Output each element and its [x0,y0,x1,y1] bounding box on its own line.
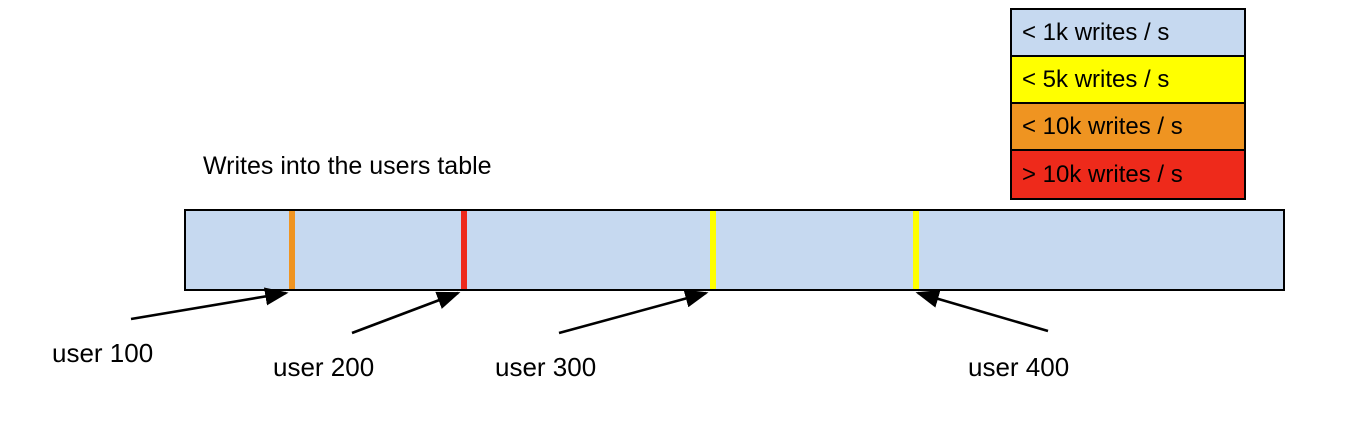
arrow-user-400 [915,290,1049,333]
marker-user-200 [461,211,467,289]
legend-label-over-10k: > 10k writes / s [1022,160,1183,188]
marker-user-100 [289,211,295,289]
arrow-user-100 [130,287,289,321]
legend-row-over-10k: > 10k writes / s [1012,151,1244,198]
label-user-300: user 300 [495,352,597,382]
legend-label-under-10k: < 10k writes / s [1022,112,1183,140]
legend-label-under-5k: < 5k writes / s [1022,65,1170,93]
label-user-200: user 200 [273,352,375,382]
legend-row-under-1k: < 1k writes / s [1012,10,1244,57]
label-user-400: user 400 [968,352,1070,382]
legend-row-under-10k: < 10k writes / s [1012,104,1244,151]
label-user-100: user 100 [52,338,154,368]
users-table-bar [184,209,1285,291]
marker-user-400 [913,211,919,289]
chart-title: Writes into the users table [203,152,492,180]
legend-row-under-5k: < 5k writes / s [1012,57,1244,104]
marker-user-300 [710,211,716,289]
legend: < 1k writes / s < 5k writes / s < 10k wr… [1010,8,1246,200]
arrow-user-300 [558,289,709,335]
arrow-user-200 [351,291,461,335]
legend-label-under-1k: < 1k writes / s [1022,18,1170,46]
